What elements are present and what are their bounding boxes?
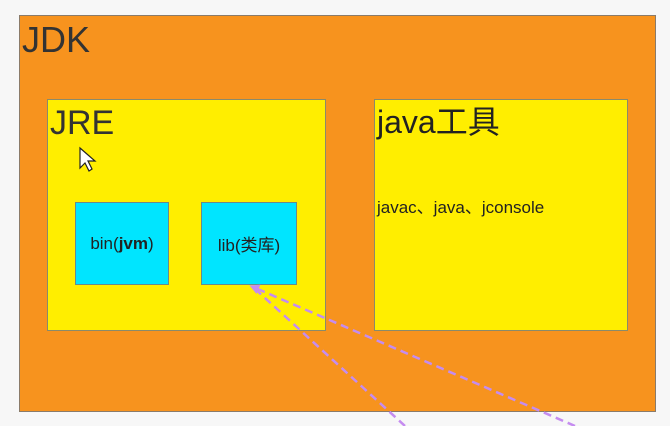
- bin-label-jvm: jvm: [118, 233, 148, 253]
- bin-label-suffix: ): [147, 233, 154, 253]
- lib-library-box: lib(类库): [201, 202, 297, 285]
- bin-jvm-box: bin(jvm): [75, 202, 169, 285]
- lib-label: lib(类库): [217, 236, 281, 255]
- jre-label: JRE: [50, 104, 115, 142]
- bin-label-prefix: bin(: [90, 233, 119, 253]
- java-tools-list: javac、java、jconsole: [377, 198, 545, 217]
- jdk-label: JDK: [22, 19, 91, 60]
- java-tools-label: java工具: [377, 104, 500, 140]
